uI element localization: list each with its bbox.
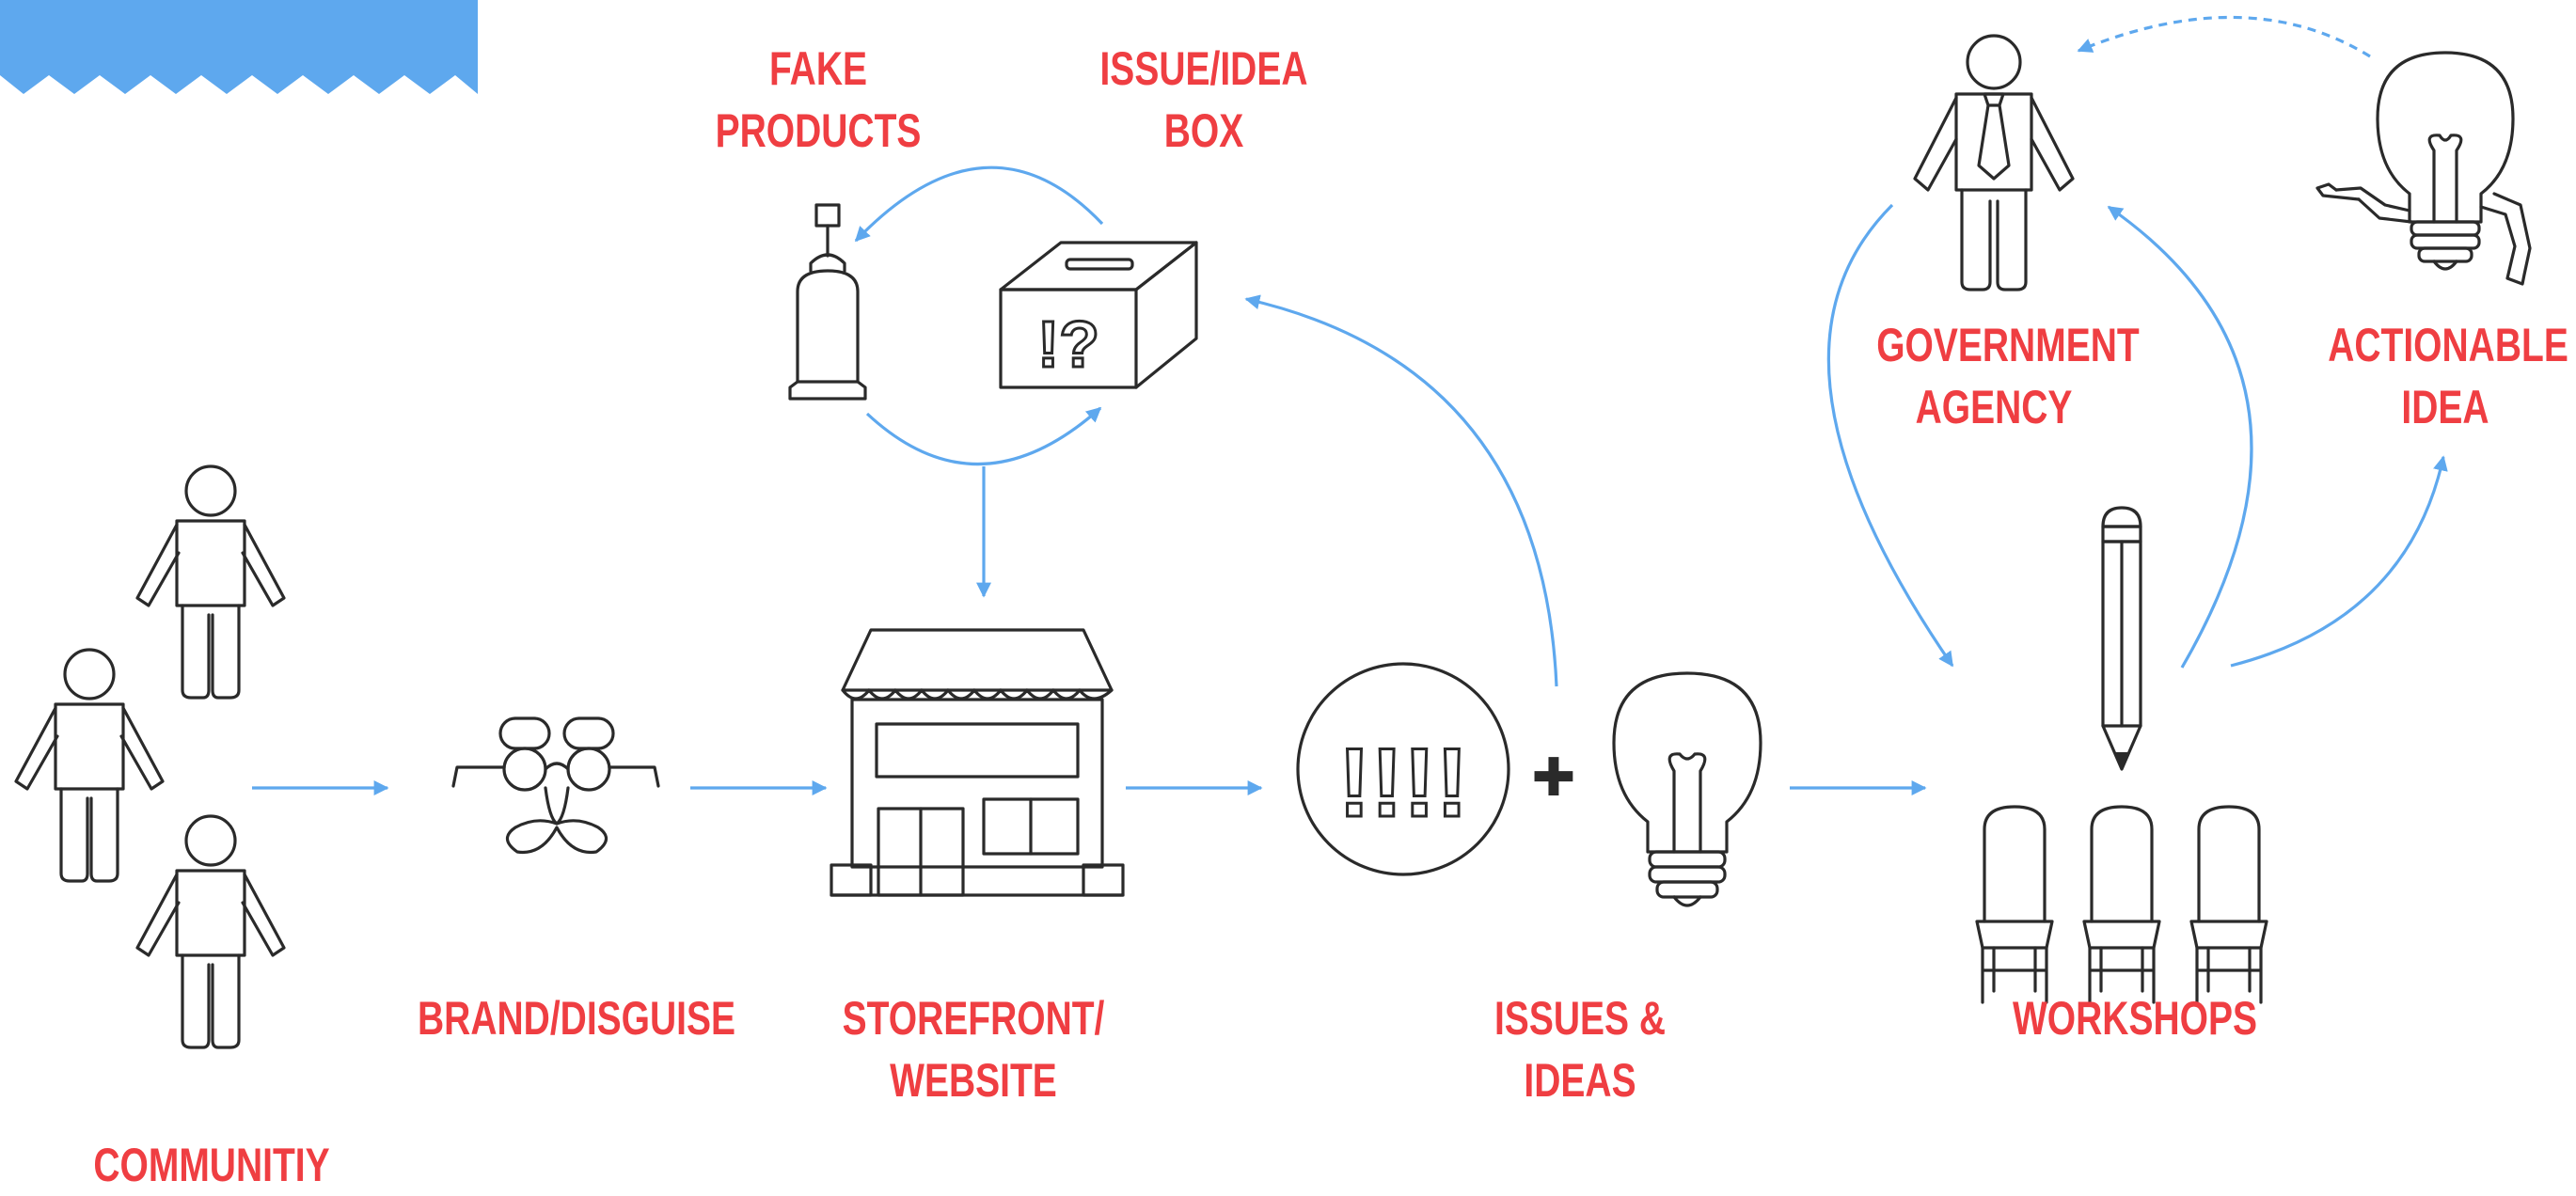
arrow-workshops-to-gov: [2107, 205, 2253, 669]
storefront-icon: [830, 628, 1125, 897]
box-glyph: !?: [1037, 307, 1099, 381]
community-people-icon: [14, 464, 286, 1049]
issue-idea-box-icon: !?: [999, 241, 1198, 389]
disguise-glasses-icon: [451, 716, 660, 855]
arrow-cycle-top: [854, 165, 1104, 243]
arrow-gov-to-workshops: [1826, 203, 1954, 668]
label-issue-idea-box: ISSUE/IDEA BOX: [1099, 42, 1308, 157]
label-community: COMMUNITIY: [93, 1139, 330, 1191]
government-agent-icon: [1913, 34, 2075, 291]
issues-glyph: !!!!: [1338, 729, 1469, 838]
fake-product-bottle-icon: [788, 203, 867, 401]
label-government-agency: GOVERNMENT AGENCY: [1876, 319, 2140, 433]
idea-lightbulb-icon: [1612, 671, 1762, 907]
flow-arrows: [252, 15, 2448, 795]
workshop-chairs-icon: [1975, 805, 2268, 1004]
plus-icon: ✚: [1532, 748, 1576, 809]
label-brand-disguise: BRAND/DISGUISE: [418, 992, 736, 1045]
label-workshops: WORKSHOPS: [2012, 992, 2258, 1045]
arrow-cycle-bottom: [865, 406, 1102, 466]
arrow-workshops-to-idea: [2230, 455, 2448, 668]
issues-exclamation-icon: !!!!: [1296, 662, 1510, 876]
actionable-idea-bulb-icon: [2315, 51, 2532, 286]
label-actionable-idea: ACTIONABLE IDEA: [2328, 319, 2568, 433]
corner-banner: [0, 0, 478, 94]
arrow-idea-to-gov: [2077, 15, 2371, 58]
pencil-icon: [2101, 506, 2142, 771]
label-storefront-website: STOREFRONT/ WEBSITE: [842, 992, 1105, 1107]
label-issues-ideas: ISSUES & IDEAS: [1493, 992, 1667, 1107]
label-fake-products: FAKE PRODUCTS: [715, 42, 922, 157]
arrow-issues-to-box: [1244, 294, 1558, 687]
